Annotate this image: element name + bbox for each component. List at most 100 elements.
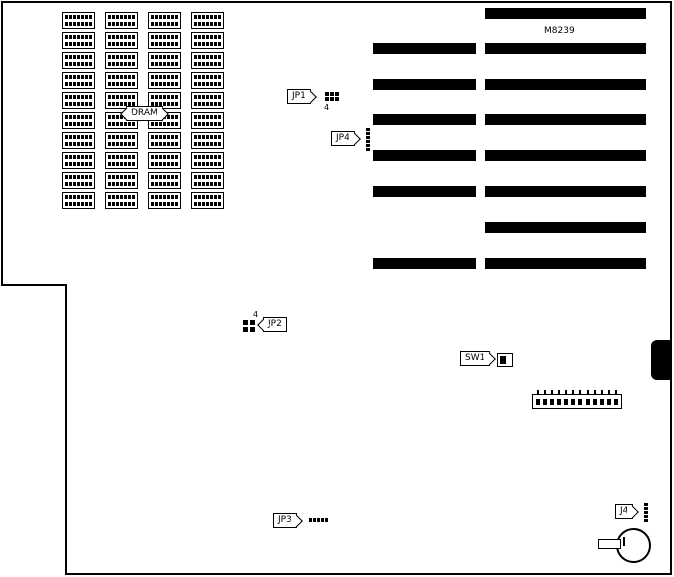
chip-pin [202,62,205,66]
chip-pin [112,182,115,186]
jumper-pin [644,519,648,522]
chip-pin [89,15,92,19]
jumper-pin [644,511,648,514]
dram-chip [105,152,138,169]
chip-pin [85,115,88,119]
jumper-pin [644,515,648,518]
dram-bank [62,12,224,209]
chip-pin [171,182,174,186]
chip-pin-row [108,75,135,79]
chip-pin [175,55,178,59]
dram-chip [62,172,95,189]
chip-pin [206,35,209,39]
chip-pin [210,55,213,59]
chip-pin [210,62,213,66]
chip-pin [112,42,115,46]
chip-pin [206,15,209,19]
chip-pin [159,82,162,86]
chip-pin [81,82,84,86]
connector-pin-tick [572,390,575,394]
chip-pin [151,22,154,26]
chip-pin [89,115,92,119]
chip-pin [65,195,68,199]
dram-chip [191,52,224,69]
chip-pin [167,102,170,106]
chip-pin-row [108,22,135,26]
chip-pin [198,42,201,46]
chip-pin [175,162,178,166]
chip-pin [218,62,221,66]
chip-pin [65,102,68,106]
chip-pin [175,122,178,126]
chip-pin-row [151,82,178,86]
chip-pin [159,142,162,146]
chip-pin-row [194,35,221,39]
chip-pin [108,142,111,146]
expansion-slot-segment-right [485,150,646,161]
chip-pin [116,135,119,139]
chip-pin [108,115,111,119]
dram-chip [62,52,95,69]
chip-pin [202,142,205,146]
chip-pin [218,155,221,159]
chip-pin [163,202,166,206]
chip-pin [65,175,68,179]
chip-pin [77,42,80,46]
chip-pin-row [151,135,178,139]
chip-pin [132,155,135,159]
chip-pin [124,55,127,59]
chip-pin [218,195,221,199]
chip-pin [116,162,119,166]
chip-pin-row [194,155,221,159]
chip-pin [77,175,80,179]
chip-pin [73,155,76,159]
chip-pin [163,175,166,179]
chip-pin [214,195,217,199]
dram-chip [62,12,95,29]
chip-pin [218,102,221,106]
chip-pin [202,55,205,59]
chip-pin [175,15,178,19]
jumper-pin [317,518,320,522]
chip-pin [163,42,166,46]
dram-chip [191,92,224,109]
chip-pin [112,75,115,79]
chip-pin [155,95,158,99]
chip-pin [132,135,135,139]
chip-pin [175,175,178,179]
chip-pin [155,62,158,66]
chip-pin [65,22,68,26]
chip-pin [198,95,201,99]
chip-pin [85,22,88,26]
chip-pin [85,75,88,79]
chip-pin [132,195,135,199]
chip-pin [206,42,209,46]
expansion-slot-segment-right [485,43,646,54]
chip-pin [206,182,209,186]
chip-pin [85,195,88,199]
chip-pin [116,82,119,86]
chip-pin [163,122,166,126]
chip-pin [210,95,213,99]
dram-chip [191,32,224,49]
jumper-pin [325,97,329,101]
chip-pin [202,82,205,86]
chip-pin [112,135,115,139]
chip-pin [116,22,119,26]
expansion-slot-segment-left [373,186,476,197]
chip-pin [155,15,158,19]
chip-pin-row [151,182,178,186]
chip-pin [81,155,84,159]
chip-pin-row [65,42,92,46]
chip-pin [65,62,68,66]
chip-pin-row [65,182,92,186]
chip-pin [210,82,213,86]
chip-pin [120,175,123,179]
chip-pin [198,62,201,66]
chip-pin [69,22,72,26]
chip-pin-row [194,195,221,199]
chip-pin [171,135,174,139]
connector-pin-tick [600,390,603,394]
chip-pin [214,35,217,39]
chip-pin [116,35,119,39]
